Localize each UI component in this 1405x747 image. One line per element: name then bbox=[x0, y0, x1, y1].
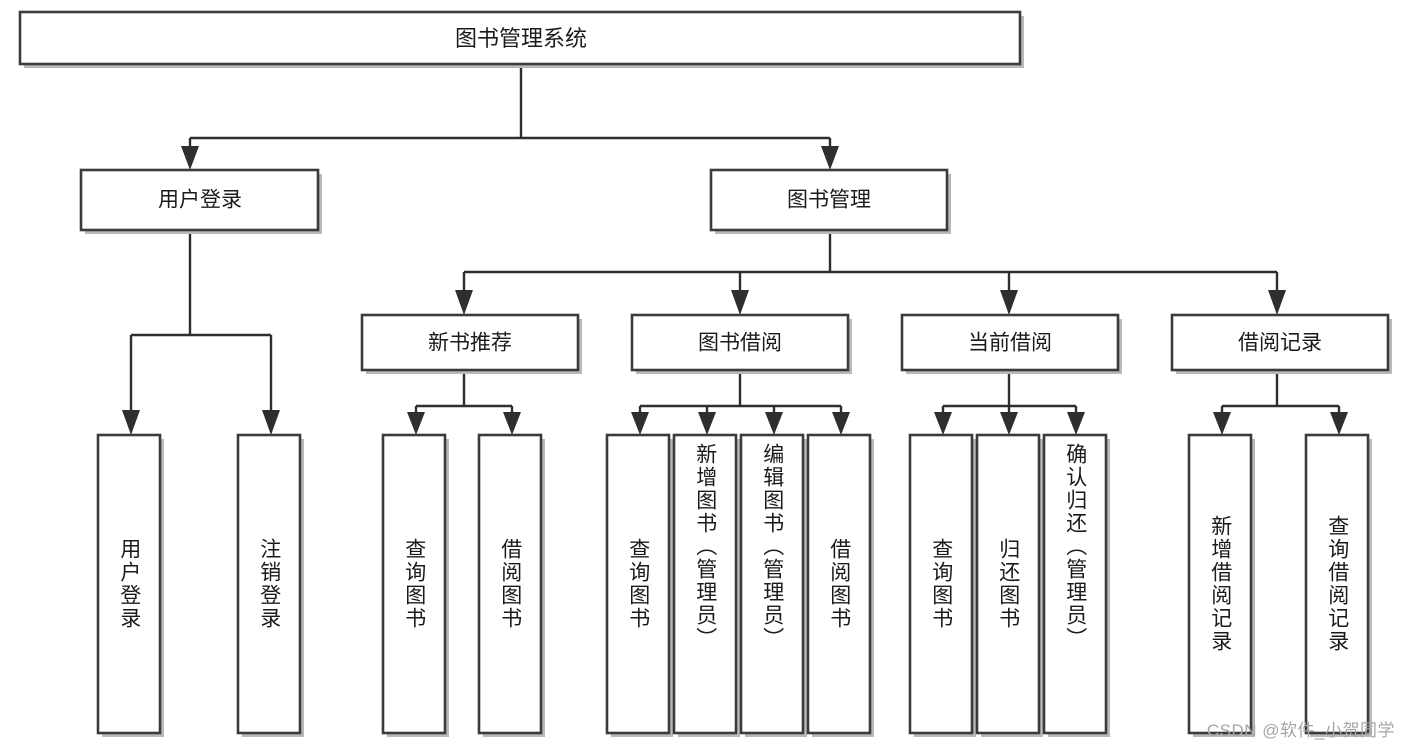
leaf-query-book-3-box bbox=[908, 433, 974, 735]
leaf-node-borrow-book-1[interactable] bbox=[477, 433, 545, 737]
leaf-confirm-return-admin-box bbox=[1042, 433, 1108, 735]
edge-group-root bbox=[181, 68, 839, 170]
leaf-query-record-box bbox=[1304, 433, 1370, 735]
book-borrow-box bbox=[630, 313, 850, 372]
arrowhead-book-borrow bbox=[731, 290, 749, 315]
leaf-query-book-2-box bbox=[605, 433, 671, 735]
leaf-add-book-admin-box bbox=[672, 433, 738, 735]
node-book-borrow[interactable]: 图书借阅 bbox=[630, 313, 852, 374]
leaf-node-borrow-book-2[interactable] bbox=[806, 433, 874, 737]
arrowhead-leaf-borrow-book-1 bbox=[503, 412, 521, 435]
arrowhead-leaf-user-login bbox=[122, 410, 140, 435]
edge-group-current-borrow bbox=[934, 374, 1085, 435]
leaf-node-query-book-1[interactable] bbox=[381, 433, 449, 737]
leaf-node-confirm-return-admin[interactable] bbox=[1042, 433, 1110, 737]
leaf-node-query-book-2[interactable] bbox=[605, 433, 673, 737]
root-box bbox=[18, 10, 1022, 66]
node-borrow-record[interactable]: 借阅记录 bbox=[1170, 313, 1392, 374]
leaf-edit-book-admin-box bbox=[739, 433, 805, 735]
root-label: 图书管理系统 bbox=[455, 26, 587, 51]
node-new-book-rec[interactable]: 新书推荐 bbox=[360, 313, 582, 374]
edge-group-new-book-rec bbox=[407, 374, 521, 435]
arrowhead-leaf-query-record bbox=[1330, 412, 1348, 435]
node-book-manage[interactable]: 图书管理 bbox=[709, 168, 951, 234]
arrowhead-borrow-record bbox=[1268, 290, 1286, 315]
current-borrow-label: 当前借阅 bbox=[968, 332, 1052, 355]
arrowhead-leaf-query-book-2 bbox=[631, 412, 649, 435]
leaf-node-query-record[interactable] bbox=[1304, 433, 1372, 737]
leaf-node-add-record[interactable] bbox=[1187, 433, 1255, 737]
borrow-record-box bbox=[1170, 313, 1390, 372]
arrowhead-new-book-rec bbox=[455, 290, 473, 315]
leaf-query-book-1-box bbox=[381, 433, 447, 735]
arrowhead-leaf-query-book-3 bbox=[934, 412, 952, 435]
arrowhead-current-borrow bbox=[1000, 290, 1018, 315]
leaf-node-return-book[interactable] bbox=[975, 433, 1043, 737]
arrowhead-user-login bbox=[181, 146, 199, 170]
leaf-node-add-book-admin[interactable] bbox=[672, 433, 740, 737]
new-book-rec-label: 新书推荐 bbox=[428, 332, 512, 355]
user-login-label: 用户登录 bbox=[158, 189, 242, 212]
leaf-return-book-box bbox=[975, 433, 1041, 735]
leaf-add-record-box bbox=[1187, 433, 1253, 735]
book-borrow-label: 图书借阅 bbox=[698, 332, 782, 355]
node-current-borrow[interactable]: 当前借阅 bbox=[900, 313, 1122, 374]
arrowhead-leaf-add-record bbox=[1213, 412, 1231, 435]
leaf-node-user-login[interactable] bbox=[96, 433, 164, 737]
leaf-borrow-book-2-box bbox=[806, 433, 872, 735]
edge-group-book-borrow bbox=[631, 374, 850, 435]
arrowhead-leaf-borrow-book-2 bbox=[832, 412, 850, 435]
arrowhead-leaf-edit-book-admin bbox=[765, 412, 783, 435]
book-manage-box bbox=[709, 168, 949, 232]
csdn-watermark: CSDN @软件_小贺同学 bbox=[1206, 721, 1395, 740]
leaf-node-edit-book-admin[interactable] bbox=[739, 433, 807, 737]
borrow-record-label: 借阅记录 bbox=[1238, 332, 1322, 355]
leaf-node-logout[interactable] bbox=[236, 433, 304, 737]
arrowhead-book-manage bbox=[821, 146, 839, 170]
node-root[interactable]: 图书管理系统 bbox=[18, 10, 1024, 68]
arrowhead-leaf-add-book-admin bbox=[698, 412, 716, 435]
book-manage-label: 图书管理 bbox=[787, 189, 871, 212]
leaf-logout-box bbox=[236, 433, 302, 735]
user-login-box bbox=[79, 168, 320, 232]
arrowhead-leaf-query-book-1 bbox=[407, 412, 425, 435]
edge-group-borrow-record bbox=[1213, 374, 1348, 435]
current-borrow-box bbox=[900, 313, 1120, 372]
arrowhead-leaf-return-book bbox=[1000, 412, 1018, 435]
edge-group-user-login bbox=[122, 232, 280, 435]
new-book-rec-box bbox=[360, 313, 580, 372]
leaf-node-query-book-3[interactable] bbox=[908, 433, 976, 737]
leaf-user-login-box bbox=[96, 433, 162, 735]
arrowhead-leaf-logout bbox=[262, 410, 280, 435]
node-user-login[interactable]: 用户登录 bbox=[79, 168, 322, 234]
arrowhead-leaf-confirm-return-admin bbox=[1067, 412, 1085, 435]
leaf-borrow-book-1-box bbox=[477, 433, 543, 735]
edge-group-book-manage bbox=[455, 232, 1286, 315]
